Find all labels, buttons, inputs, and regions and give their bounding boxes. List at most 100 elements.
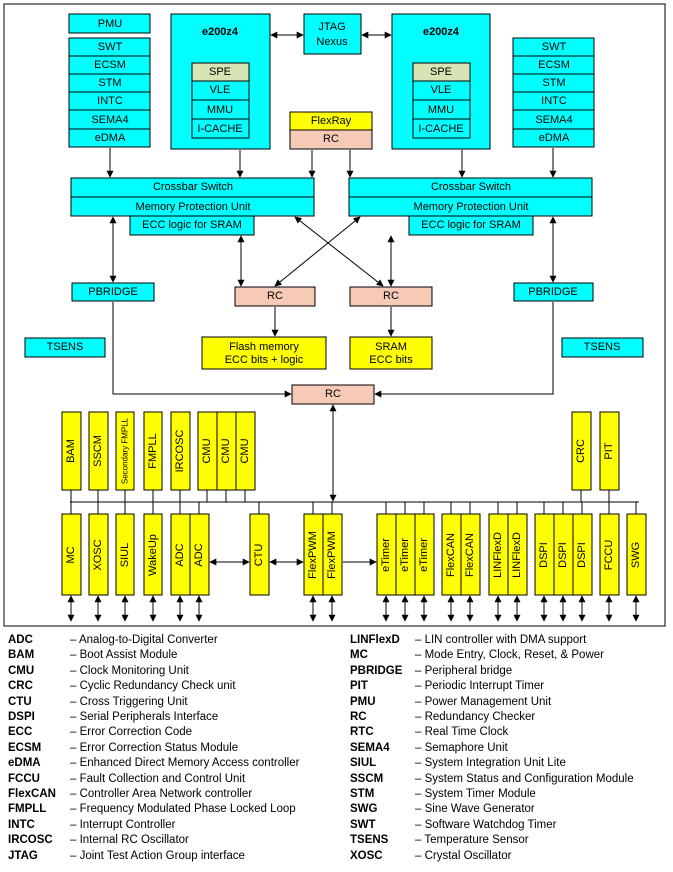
legend-abbr: TSENS <box>350 834 389 847</box>
legend-description: – Crystal Oscillator <box>415 849 512 862</box>
ecc-left-label: ECC logic for SRAM <box>142 219 242 231</box>
legend-abbr: XOSC <box>350 849 383 862</box>
periph-rc-label: RC <box>325 388 341 400</box>
tsens-right <box>561 337 644 358</box>
dspi-1-label: DSPI <box>538 542 550 568</box>
core-right-vle: VLE <box>431 84 452 96</box>
flash-ecc-label: ECC bits + logic <box>225 354 304 366</box>
core-right-mmu: MMU <box>428 104 454 116</box>
left-peripheral-stack: SWT ECSM STM INTC SEMA4 eDMA <box>68 37 151 148</box>
core-right-title: e200z4 <box>423 26 460 38</box>
legend-abbr: INTC <box>8 818 35 831</box>
legend-description: – Mode Entry, Clock, Reset, & Power <box>415 649 604 662</box>
upper-connectors <box>70 490 610 502</box>
legend-abbr: JTAG <box>8 849 38 862</box>
legend-abbr: RTC <box>350 726 374 739</box>
flexpwm-1-label: FlexPWM <box>307 531 319 579</box>
core-left-vle: VLE <box>210 84 231 96</box>
legend-abbr: CRC <box>8 680 33 693</box>
dspi-3-label: DSPI <box>576 542 588 568</box>
jtag-block <box>303 13 362 55</box>
legend-description: – Power Management Unit <box>415 695 552 708</box>
legend-description: – Semaphore Unit <box>415 741 508 754</box>
periph-rc-block <box>291 384 375 405</box>
crossbar-right-label: Crossbar Switch <box>431 181 511 193</box>
legend-description: – Joint Test Action Group interface <box>70 849 245 862</box>
legend-description: – Internal RC Oscillator <box>70 834 189 847</box>
etimer-1-label: eTimer <box>380 538 392 572</box>
cmu-2-label: CMU <box>220 438 232 463</box>
pbridge-right <box>513 282 594 302</box>
sram-block <box>349 336 433 370</box>
legend-description: – Real Time Clock <box>415 726 509 739</box>
tsens-left <box>24 337 106 358</box>
legend-abbr: PIT <box>350 680 368 693</box>
pbridge-left <box>71 282 155 302</box>
legend-description: – Fault Collection and Control Unit <box>70 772 246 785</box>
flexcan-1-label: FlexCAN <box>445 533 457 577</box>
flash-block <box>201 336 327 370</box>
right-stm-label: STM <box>542 77 565 89</box>
legend-description: – System Integration Unit Lite <box>415 757 566 770</box>
legend-abbr: eDMA <box>8 757 41 770</box>
right-peripheral-stack: SWT ECSM STM INTC SEMA4 eDMA <box>512 37 595 148</box>
legend-abbr: CTU <box>8 695 32 708</box>
legend-abbr: FCCU <box>8 772 40 785</box>
legend-description: – Analog-to-Digital Converter <box>70 634 218 646</box>
legend-abbr: FlexCAN <box>8 788 56 800</box>
lower-connectors <box>70 502 637 514</box>
crossbar-left-label: Crossbar Switch <box>153 181 233 193</box>
legend-description: – Clock Monitoring Unit <box>70 664 189 677</box>
secondary-fmpll-label: Secondary FMPLL <box>121 417 130 484</box>
legend-abbr: ECSM <box>8 741 42 754</box>
pmu-block <box>68 13 151 34</box>
legend-abbr: SEMA4 <box>350 741 390 754</box>
legend-description: – Serial Peripherals Interface <box>70 711 219 723</box>
legend-abbr: LINFlexD <box>350 634 400 646</box>
core-left-spe: SPE <box>209 66 231 78</box>
xosc-label: XOSC <box>92 539 104 570</box>
bam-label: BAM <box>65 439 77 463</box>
sram-label: SRAM <box>375 341 407 353</box>
legend-description: – Enhanced Direct Memory Access controll… <box>70 757 300 770</box>
mpu-left-label: Memory Protection Unit <box>136 201 251 213</box>
core-right: e200z4 SPE VLE MMU I-CACHE <box>391 13 491 150</box>
ctu-label: CTU <box>253 544 265 567</box>
crossbar-right: Crossbar Switch Memory Protection Unit E… <box>348 177 593 236</box>
flexcan-2-label: FlexCAN <box>464 533 476 577</box>
legend-description: – Cyclic Redundancy Check unit <box>70 680 236 693</box>
flash-rc-label: RC <box>267 290 283 302</box>
legend-abbr: RC <box>350 711 367 723</box>
left-edma-label: eDMA <box>95 132 126 144</box>
legend-abbr: CMU <box>8 664 35 677</box>
legend-description: – Controller Area Network controller <box>70 788 253 800</box>
crossbar-left: Crossbar Switch Memory Protection Unit E… <box>70 177 315 236</box>
cmu-1-label: CMU <box>201 438 213 463</box>
legend-abbr: SSCM <box>350 772 384 785</box>
flexray-rc-block <box>289 129 373 150</box>
cmu-3-label: CMU <box>239 438 251 463</box>
linflexd-2-label: LINFlexD <box>511 532 523 578</box>
legend-abbr: STM <box>350 788 375 800</box>
core-right-spe: SPE <box>430 66 452 78</box>
sram-rc-label: RC <box>383 290 399 302</box>
legend-description: – LIN controller with DMA support <box>415 634 587 646</box>
legend-abbr: IRCOSC <box>8 834 53 847</box>
pit-label: PIT <box>603 442 615 459</box>
ircosc-label: IRCOSC <box>174 430 186 473</box>
core-left-title: e200z4 <box>202 26 239 38</box>
flexray-rc-label: RC <box>323 133 339 145</box>
core-left-icache: I-CACHE <box>197 123 242 135</box>
left-ecsm-label: ECSM <box>94 59 126 71</box>
legend-abbr: PBRIDGE <box>350 664 403 677</box>
nexus-label: Nexus <box>316 36 348 48</box>
pbridge-right-label: PBRIDGE <box>528 286 578 298</box>
linflexd-1-label: LINFlexD <box>492 532 504 578</box>
legend-abbr: SWG <box>350 803 378 816</box>
sscm-label: SSCM <box>92 435 104 467</box>
legend-description: – Software Watchdog Timer <box>415 818 557 831</box>
mc-label: MC <box>65 546 77 563</box>
right-intc-label: INTC <box>541 95 567 107</box>
swg-label: SWG <box>630 542 642 568</box>
